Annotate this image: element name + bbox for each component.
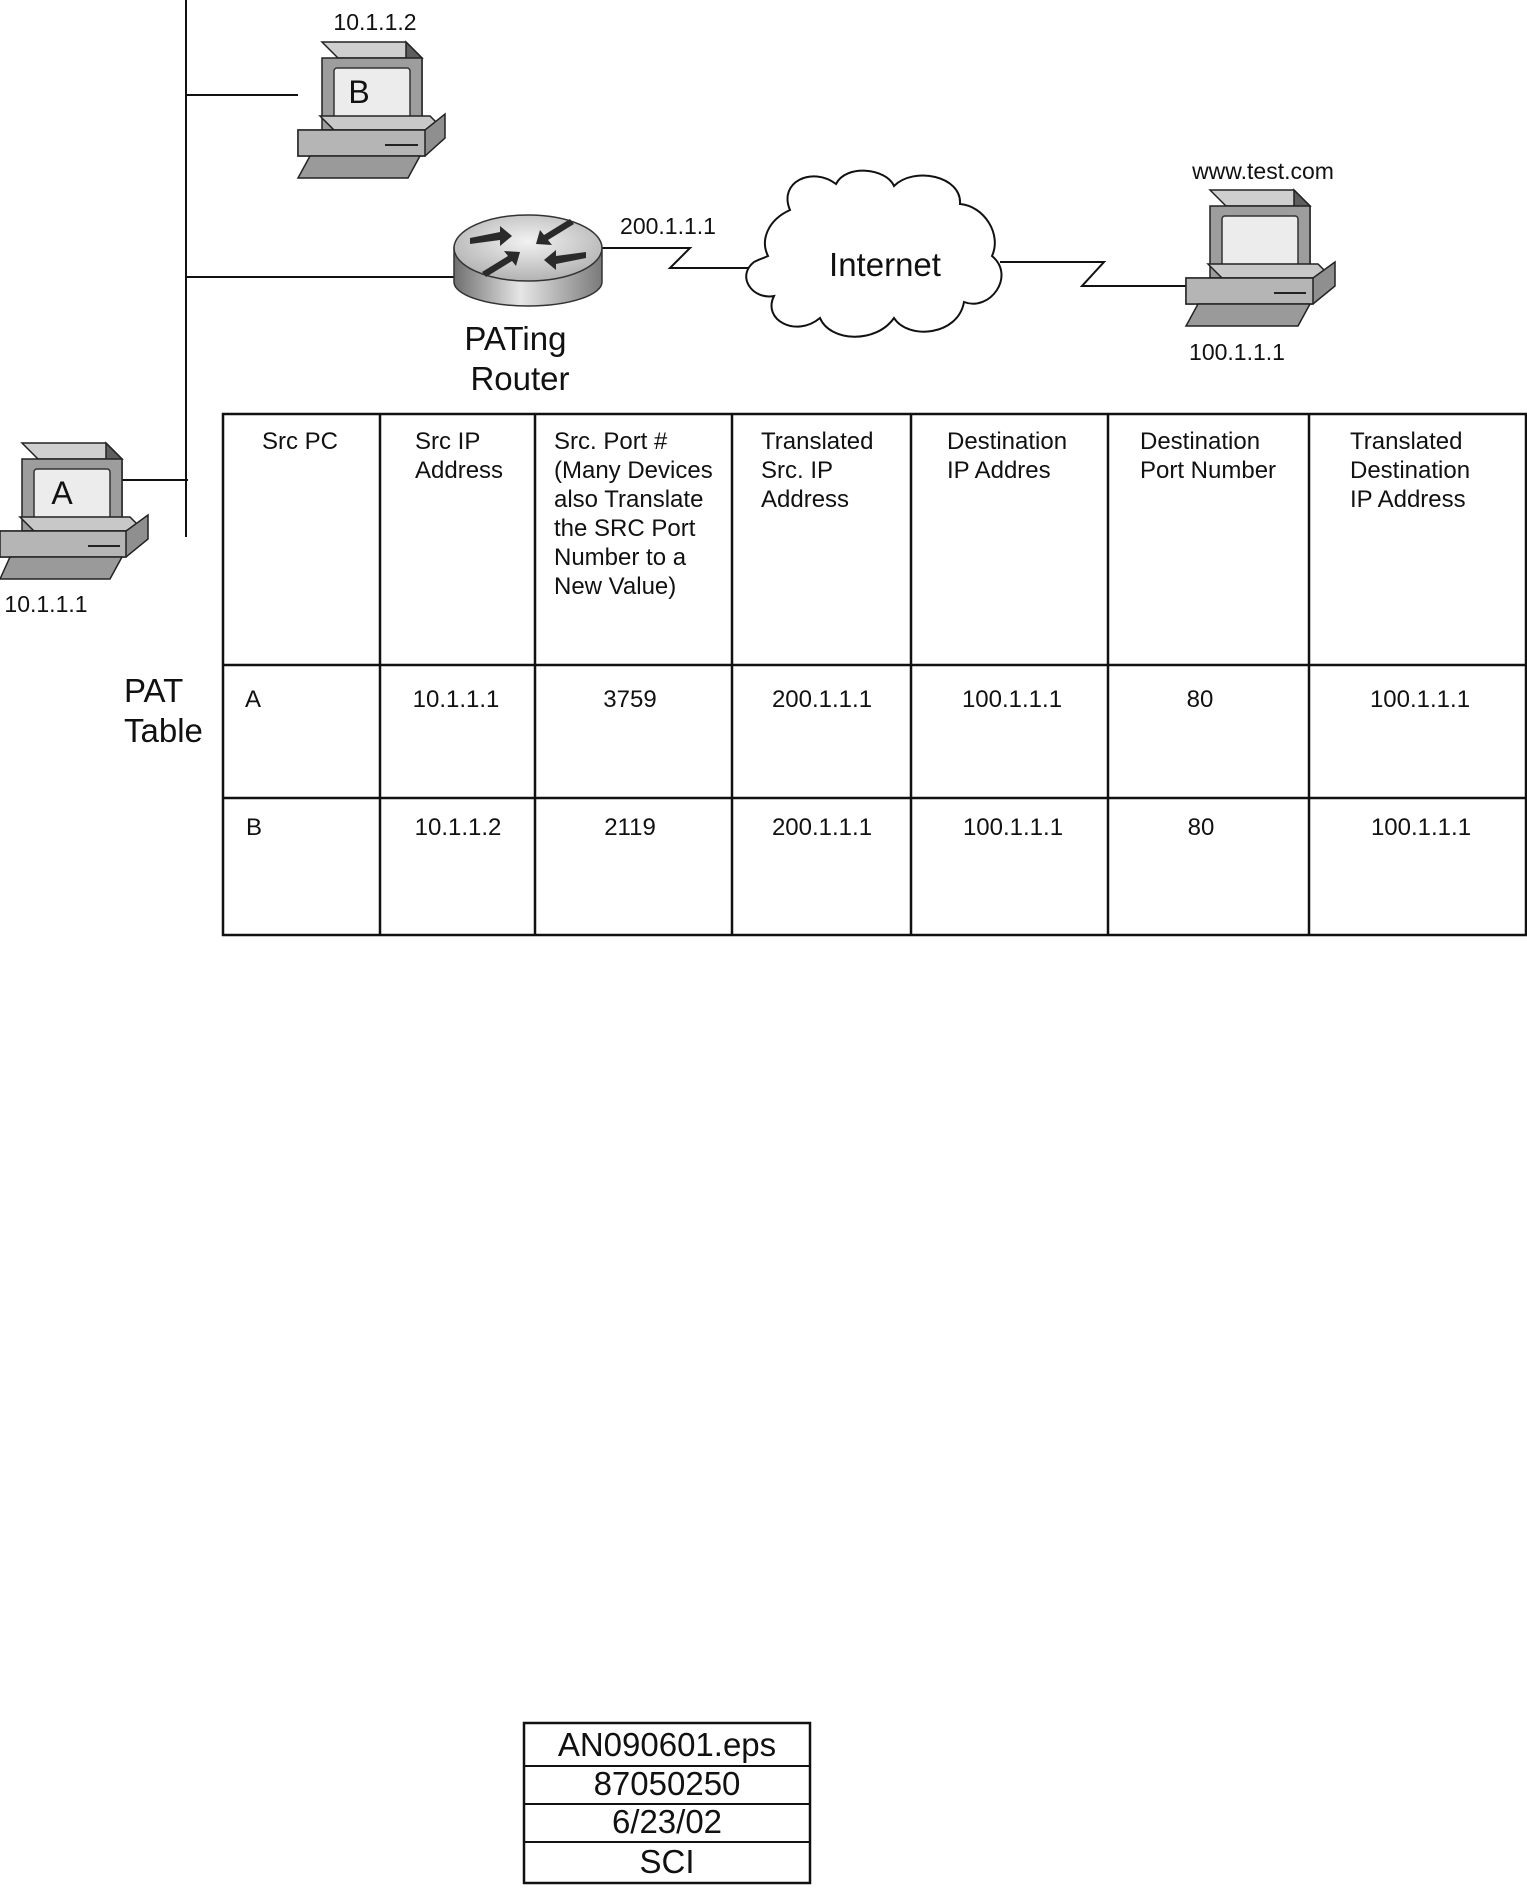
stamp-filename: AN090601.eps: [558, 1726, 776, 1763]
pat-table-frame: [221, 412, 1527, 937]
lan-links: [122, 0, 454, 537]
web-server: www.test.com 100.1.1.1: [1184, 158, 1336, 365]
pat-table-caption-line-2: Table: [124, 712, 203, 749]
server-hostname: www.test.com: [1191, 158, 1334, 184]
router-label-line-1: PATing: [464, 320, 566, 357]
cell-destination-port: 80: [1188, 814, 1215, 841]
stamp-initials: SCI: [639, 1843, 694, 1880]
pc-a-ip: 10.1.1.1: [4, 591, 87, 617]
header-destination-port: Destination Port Number: [1140, 428, 1276, 484]
pat-table-header: Src PC Src IP Address Src. Port # (Many …: [262, 428, 1477, 600]
pc-b: B 10.1.1.2: [296, 9, 446, 179]
stamp-job-number: 87050250: [594, 1765, 741, 1802]
wan-links: [600, 247, 1188, 287]
header-src-pc: Src PC: [262, 428, 338, 455]
cell-src-pc: B: [246, 814, 262, 841]
stamp-date: 6/23/02: [612, 1803, 722, 1840]
cell-destination-ip: 100.1.1.1: [963, 814, 1063, 841]
cell-translated-destination-ip: 100.1.1.1: [1370, 686, 1470, 713]
router-wan-ip: 200.1.1.1: [620, 213, 716, 239]
header-src-port: Src. Port # (Many Devices also Translate…: [554, 428, 719, 600]
router-label-line-2: Router: [470, 360, 569, 397]
pc-b-letter: B: [348, 74, 369, 110]
router-arrows-icon: [470, 219, 586, 277]
header-translated-destination-ip: Translated Destination IP Address: [1350, 428, 1477, 513]
serial-link-internet-server: [1000, 261, 1188, 287]
pat-table: [221, 412, 1527, 937]
cell-src-ip: 10.1.1.2: [415, 814, 502, 841]
pat-table-caption: PAT Table: [124, 672, 203, 749]
cell-destination-ip: 100.1.1.1: [962, 686, 1062, 713]
cell-translated-src-ip: 200.1.1.1: [772, 686, 872, 713]
internet-cloud: Internet: [745, 169, 1003, 338]
cell-destination-port: 80: [1187, 686, 1214, 713]
internet-label: Internet: [829, 246, 941, 283]
pc-a: A 10.1.1.1: [0, 441, 149, 617]
cell-src-ip: 10.1.1.1: [413, 686, 500, 713]
cell-src-pc: A: [245, 686, 261, 713]
file-stamp: AN090601.eps 87050250 6/23/02 SCI: [522, 1721, 812, 1885]
header-src-ip: Src IP Address: [415, 428, 503, 484]
pating-router: 200.1.1.1 PATing Router: [453, 213, 716, 397]
cell-src-port: 3759: [603, 686, 656, 713]
router-label: PATing Router: [464, 320, 575, 397]
cell-src-port: 2119: [604, 814, 656, 841]
serial-link-router-internet: [600, 247, 770, 269]
header-destination-ip: Destination IP Addres: [947, 428, 1074, 484]
header-translated-src-ip: Translated Src. IP Address: [761, 428, 880, 513]
cell-translated-destination-ip: 100.1.1.1: [1371, 814, 1471, 841]
pat-table-caption-line-1: PAT: [124, 672, 183, 709]
table-row: B 10.1.1.2 2119 200.1.1.1 100.1.1.1 80 1…: [246, 814, 1471, 841]
table-row: A 10.1.1.1 3759 200.1.1.1 100.1.1.1 80 1…: [245, 686, 1470, 713]
pc-b-ip: 10.1.1.2: [333, 9, 416, 35]
server-ip: 100.1.1.1: [1189, 339, 1285, 365]
cell-translated-src-ip: 200.1.1.1: [772, 814, 872, 841]
pc-a-letter: A: [51, 475, 73, 511]
